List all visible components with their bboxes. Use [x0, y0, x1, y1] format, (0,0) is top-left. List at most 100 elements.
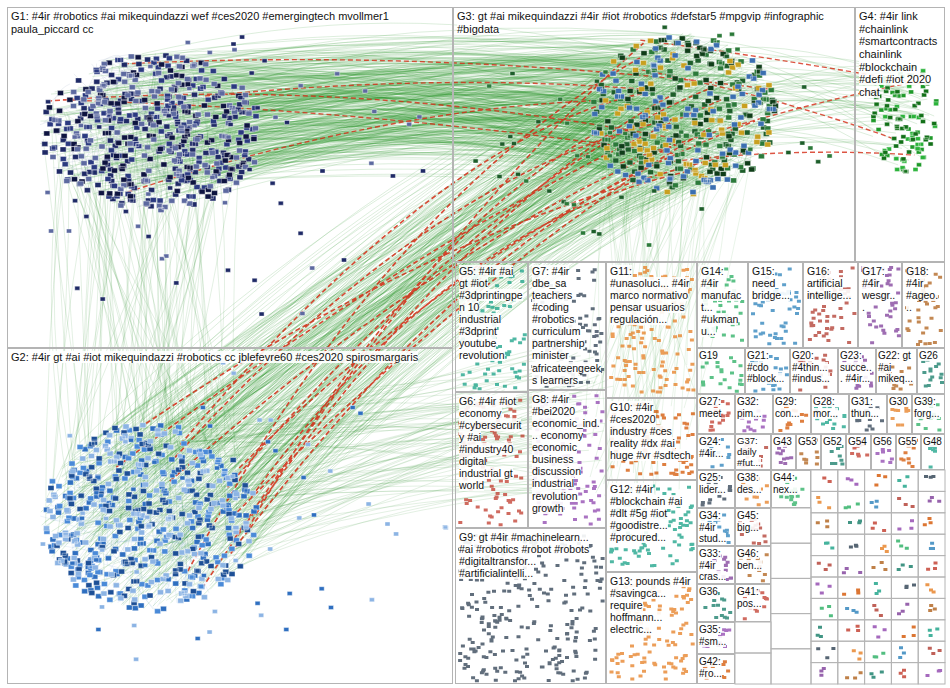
- minor-group-cell: [811, 534, 838, 555]
- minor-group-cell: [771, 508, 811, 543]
- minor-group-cell: [811, 577, 838, 598]
- group-box: G11: #unasoluci... #4ir marco normativo …: [606, 262, 697, 398]
- minor-group-vertices: [928, 496, 942, 503]
- minor-group-vertices: [873, 652, 886, 659]
- vertex-cluster: [70, 406, 363, 641]
- group-label: G29: con...: [775, 396, 809, 419]
- group-label: G37: daily #fut...: [737, 436, 769, 469]
- minor-group-vertices: [822, 476, 831, 483]
- minor-group-cell: [865, 620, 892, 641]
- minor-group-cell: [918, 598, 945, 619]
- minor-group-cell: [811, 598, 838, 619]
- minor-group-cell: [838, 620, 865, 641]
- minor-group-cell: [838, 556, 865, 577]
- group-label: G1: #4ir #robotics #ai mikequindazzi wef…: [11, 10, 449, 35]
- minor-group-vertices: [849, 544, 859, 549]
- minor-group-vertices: [852, 649, 863, 660]
- group-box: G12: #4ir #blockchain #ai #dlt #5g #iot …: [606, 480, 697, 572]
- group-label: G8: #4ir #bei2020 economic_ind... econom…: [532, 393, 602, 514]
- minor-group-vertices: [845, 671, 863, 679]
- minor-group-cell: [838, 491, 865, 512]
- group-box: G56: [871, 434, 896, 470]
- group-box: G9: gt #4ir #machinelearn... #ai #roboti…: [455, 528, 606, 684]
- group-vertices: [775, 445, 793, 465]
- group-box: G1: #4ir #robotics #ai mikequindazzi wef…: [7, 7, 453, 348]
- group-label: G7: #4ir dbe_sa teachers #coding #roboti…: [532, 265, 602, 386]
- minor-group-vertices: [816, 496, 831, 509]
- minor-group-vertices: [880, 545, 889, 553]
- group-label: G18: #4ir #ageo...: [906, 265, 941, 313]
- group-label: G19: [699, 350, 743, 362]
- minor-group-cell: [891, 663, 918, 684]
- group-label: G46: ben...: [737, 548, 769, 571]
- minor-group-cell: [891, 534, 918, 555]
- vertex-cluster: [40, 361, 448, 662]
- minor-group-cell: [735, 622, 771, 653]
- group-label: G28: mor...: [813, 396, 847, 419]
- group-box: G37: daily #fut...: [735, 434, 771, 470]
- group-box: G18: #4ir #ageo...: [902, 262, 945, 348]
- minor-group-cell: [918, 663, 945, 684]
- minor-group-cell: [865, 663, 892, 684]
- group-vertices: [861, 266, 901, 344]
- minor-group-vertices: [819, 667, 825, 677]
- group-label: G33: #4ir cras...: [699, 548, 733, 583]
- group-box: G20: #4thin... #indus...: [790, 348, 838, 394]
- group-box: G32: pim...: [735, 394, 773, 434]
- minor-group-cell: [891, 556, 918, 577]
- minor-group-vertices: [926, 669, 943, 677]
- group-label: G15: need bridge...: [752, 265, 799, 301]
- group-box: G5: #4ir #ai gt #iot #3dprintingpen 10 i…: [455, 262, 528, 392]
- group-label: G2: #4ir gt #ai #iot mikequindazzi #robo…: [11, 351, 449, 364]
- minor-group-cell: [811, 663, 838, 684]
- group-label: G38: des...: [737, 472, 769, 495]
- minor-group-cell: [838, 663, 865, 684]
- group-box: G34: #4ir stud...: [697, 508, 735, 546]
- minor-group-cell: [838, 534, 865, 555]
- minor-group-cell: [838, 641, 865, 662]
- minor-group-cell: [771, 614, 811, 649]
- minor-group-vertices: [872, 604, 883, 617]
- minor-group-cell: [865, 556, 892, 577]
- group-box: G53: [796, 434, 821, 470]
- minor-group-vertices: [817, 562, 832, 571]
- group-label: G41: pos...: [737, 586, 769, 609]
- vertex-cluster: [44, 425, 257, 614]
- group-label: G52: [823, 436, 844, 448]
- minor-group-vertices: [897, 564, 913, 571]
- minor-group-vertices: [897, 519, 914, 530]
- minor-group-vertices: [870, 671, 884, 679]
- group-box: G30: [887, 394, 912, 434]
- group-box: G17: #4ir wesgr...: [858, 262, 902, 348]
- group-label: G53: [798, 436, 819, 448]
- minor-group-vertices: [898, 646, 906, 659]
- minor-group-cell: [865, 598, 892, 619]
- minor-group-cell: [838, 598, 865, 619]
- minor-group-cell: [891, 620, 918, 641]
- minor-group-cell: [865, 513, 892, 534]
- minor-group-vertices: [872, 561, 888, 571]
- minor-group-vertices: [824, 541, 834, 549]
- group-label: G22: gt #ai mikeq...: [878, 350, 915, 385]
- group-label: G30: [889, 396, 910, 408]
- group-label: G36: [699, 586, 733, 598]
- group-label: G23: succe... #4ir...: [840, 350, 874, 385]
- minor-group-vertices: [925, 583, 935, 593]
- vertex-cluster: [487, 32, 832, 247]
- group-box: G10: #4ir #ces2020 industry #ces reality…: [606, 398, 697, 480]
- minor-group-vertices: [897, 475, 909, 487]
- group-label: G43: [773, 436, 794, 448]
- group-label: G21: #cdo #block...: [747, 350, 788, 385]
- group-box: G21: #cdo #block...: [745, 348, 790, 394]
- group-label: G54: [848, 436, 869, 448]
- group-label: G45: big...: [737, 510, 769, 533]
- group-vertices: [921, 359, 944, 388]
- group-label: G26: [919, 350, 943, 362]
- minor-group-cell: [811, 513, 838, 534]
- group-box: G3: gt #ai mikequindazzi #4ir #iot #robo…: [453, 7, 855, 262]
- minor-group-vertices: [923, 517, 933, 526]
- minor-group-cell: [838, 513, 865, 534]
- minor-group-vertices: [928, 647, 942, 655]
- group-box: G35: #sm...: [697, 622, 735, 654]
- minor-group-cell: [918, 491, 945, 512]
